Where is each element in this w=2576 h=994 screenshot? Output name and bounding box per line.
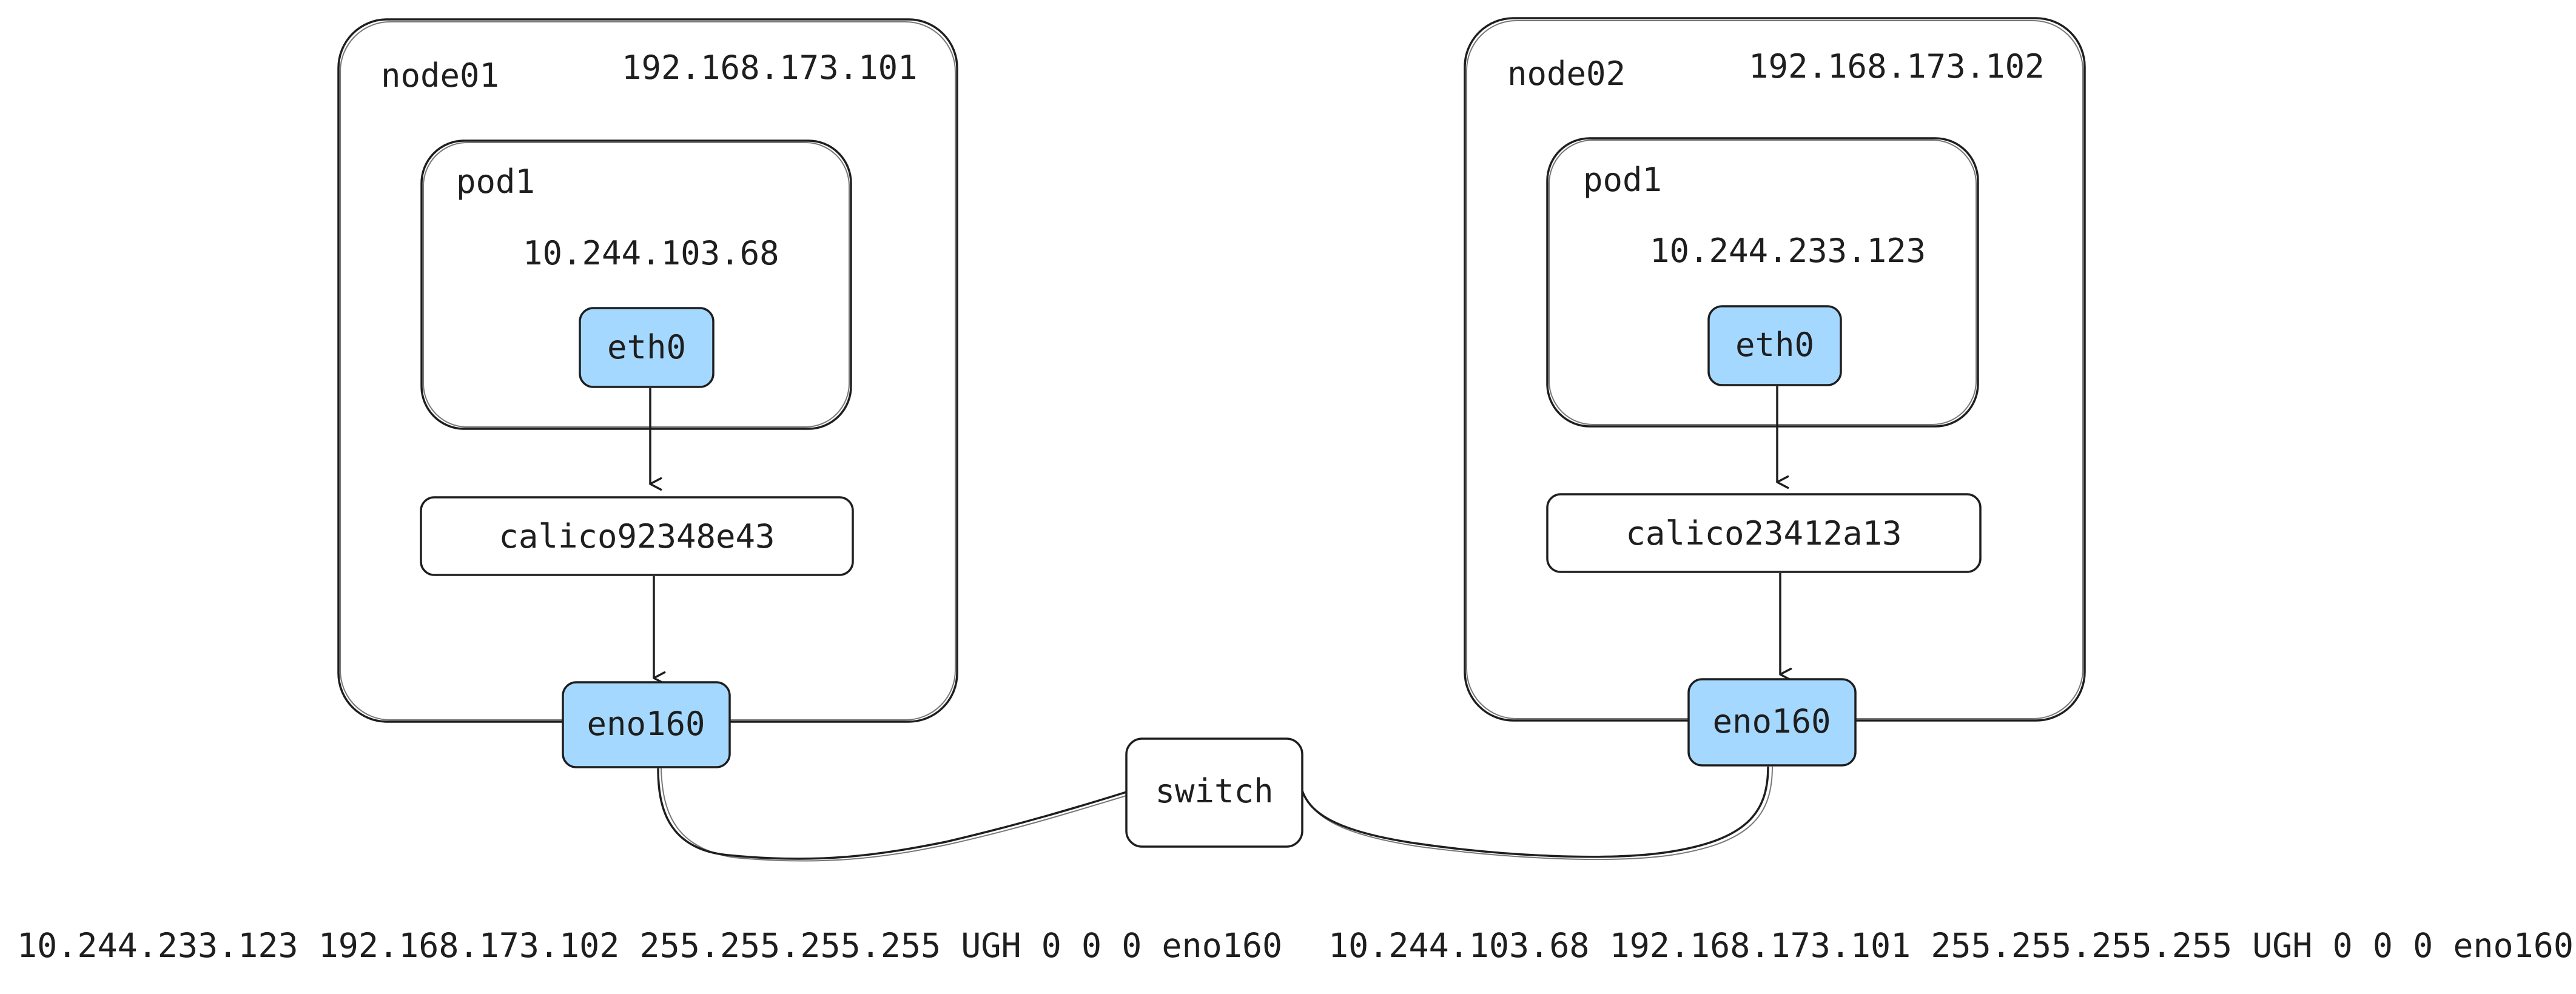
node-name-label: node02 (1507, 55, 1626, 93)
switch-box: switch (1125, 737, 1303, 848)
nic-label: eno160 (1712, 702, 1831, 740)
iface-label: eth0 (1735, 326, 1814, 364)
iface-eth0-node02: eth0 (1707, 305, 1842, 386)
veth-box-node02: calico23412a13 (1546, 493, 1982, 573)
pod-border (420, 139, 852, 430)
veth-label: calico92348e43 (499, 517, 775, 556)
pod-border (1546, 137, 1979, 428)
veth-label: calico23412a13 (1626, 514, 1902, 552)
pod-box-node01: pod1 10.244.103.68 (420, 139, 852, 430)
iface-box (1707, 305, 1842, 386)
iface-eth0-node01: eth0 (579, 307, 715, 388)
node-name-label: node01 (381, 56, 499, 95)
nic-eno160-node01: eno160 (562, 681, 731, 768)
link-node01-to-switch-sketch (661, 768, 1127, 862)
veth-box-node01: calico92348e43 (420, 496, 854, 576)
pod-box-node02: pod1 10.244.233.123 (1546, 137, 1979, 428)
iface-box (579, 307, 715, 388)
pod-ip-label: 10.244.233.123 (1650, 232, 1926, 270)
switch-label: switch (1155, 772, 1273, 810)
node-ip-label: 192.168.173.102 (1749, 47, 2045, 86)
pod-border-sketch (423, 142, 850, 428)
veth-border (1546, 493, 1982, 573)
pod-name-label: pod1 (456, 163, 535, 201)
pod-border-sketch (1549, 139, 1977, 425)
nic-box (1687, 678, 1857, 767)
nic-box (562, 681, 731, 768)
route-entry-node02: 10.244.103.68 192.168.173.101 255.255.25… (1328, 926, 2574, 965)
iface-label: eth0 (607, 328, 686, 366)
pod-ip-label: 10.244.103.68 (523, 234, 779, 272)
link-switch-to-node02-sketch (1303, 766, 1773, 861)
veth-border (420, 496, 854, 576)
link-switch-to-node02 (1301, 766, 1769, 858)
route-entry-node01: 10.244.233.123 192.168.173.102 255.255.2… (17, 926, 1282, 965)
nic-eno160-node02: eno160 (1687, 678, 1857, 767)
nic-label: eno160 (587, 705, 705, 743)
link-node01-to-switch (657, 768, 1127, 860)
pod-name-label: pod1 (1583, 161, 1662, 199)
node-ip-label: 192.168.173.101 (622, 49, 918, 87)
